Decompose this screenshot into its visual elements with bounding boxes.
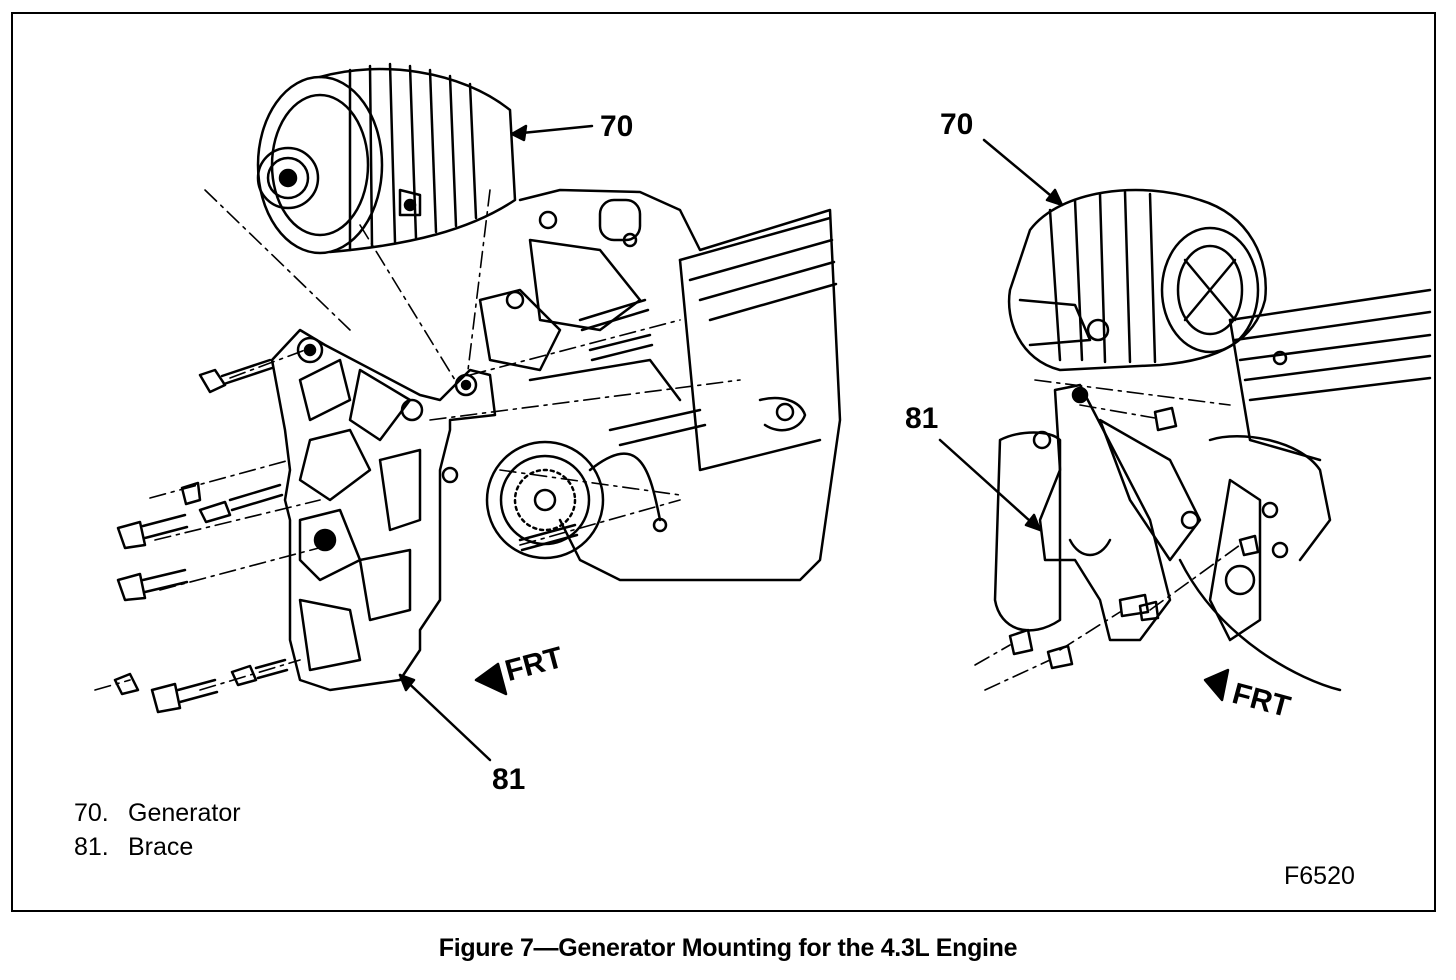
bolts-left (113, 298, 654, 714)
frt-arrow-left (474, 662, 508, 696)
callout-brace-right: 81 (905, 402, 939, 435)
legend-label: Brace (128, 833, 194, 861)
figure-caption: Figure 7—Generator Mounting for the 4.3L… (438, 934, 1018, 962)
legend-item-generator: 70. Generator (74, 796, 241, 830)
callout-brace-left: 81 (492, 763, 526, 796)
generator-left (256, 62, 517, 255)
legend-label: Generator (128, 799, 241, 827)
figure-id: F6520 (1284, 862, 1355, 890)
assembly-lines-left (94, 189, 741, 691)
bolts-right (1008, 406, 1260, 670)
generator-right (1007, 188, 1267, 372)
callout-generator-right: 70 (940, 108, 974, 141)
frt-arrow-right (1203, 668, 1230, 702)
brace-right (993, 383, 1202, 642)
callout-generator-left: 70 (600, 110, 634, 143)
legend-number: 81. (74, 833, 109, 861)
callout-leaders-right (938, 138, 1064, 532)
legend: 70. Generator 81. Brace (74, 796, 241, 864)
brace-left (270, 328, 497, 692)
legend-number: 70. (74, 799, 109, 827)
engine-block-right (1178, 288, 1432, 692)
legend-item-brace: 81. Brace (74, 830, 241, 864)
engine-block-left (478, 188, 842, 582)
callout-leaders-left (398, 124, 594, 762)
assembly-lines-right (974, 379, 1241, 691)
figure-frame (11, 12, 1436, 912)
